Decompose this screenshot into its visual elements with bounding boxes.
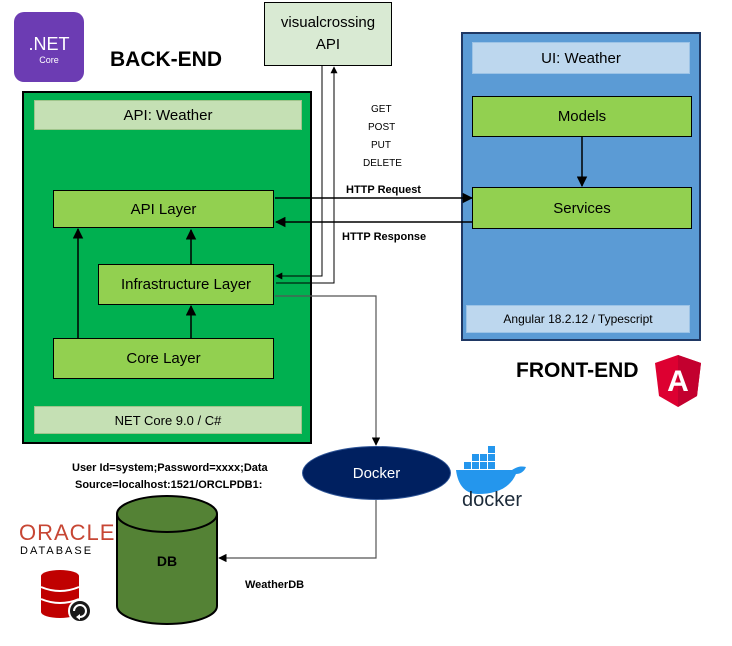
docker-node-label: Docker	[352, 464, 401, 482]
docker-logo-icon: docker	[456, 446, 526, 508]
api-call-connector	[276, 66, 338, 284]
external-api-name: visualcrossing	[280, 14, 376, 31]
infrastructure-to-docker-connector	[275, 295, 381, 446]
dotnet-logo-icon: .NET Core	[14, 12, 84, 82]
http-method-post: POST	[368, 122, 396, 133]
models-box: Models	[472, 96, 692, 137]
http-method-put: PUT	[371, 140, 391, 151]
frontend-footer-bar: Angular 18.2.12 / Typescript	[466, 305, 690, 333]
infrastructure-layer-box: Infrastructure Layer	[98, 264, 274, 305]
dotnet-logo-subtext: Core	[39, 55, 59, 65]
dotnet-logo-text: .NET	[28, 34, 70, 54]
external-api-box: visualcrossing API	[264, 2, 392, 66]
docker-logo-wordmark: docker	[462, 489, 522, 508]
api-request-connector	[275, 66, 323, 280]
frontend-heading: FRONT-END	[516, 359, 639, 382]
database-cylinder: DB	[116, 495, 218, 625]
http-request-label: HTTP Request	[346, 184, 421, 196]
oracle-logo-text: ORACLE	[19, 520, 116, 545]
docker-node: Docker	[302, 446, 451, 500]
database-name-label: WeatherDB	[245, 579, 305, 591]
backend-title-bar: API: Weather	[34, 100, 302, 130]
backend-footer-bar: NET Core 9.0 / C#	[34, 406, 302, 434]
frontend-title-bar: UI: Weather	[472, 42, 690, 74]
docker-to-db-connector	[218, 500, 377, 563]
api-layer-box: API Layer	[53, 190, 274, 228]
angular-logo-letter: A	[667, 365, 689, 398]
core-layer-box: Core Layer	[53, 338, 274, 379]
services-box: Services	[472, 187, 692, 229]
oracle-logo-subtext: DATABASE	[20, 545, 94, 557]
http-method-get: GET	[371, 104, 392, 115]
http-response-label: HTTP Response	[342, 231, 427, 243]
oracle-database-icon	[40, 570, 92, 623]
connection-string-line2: Source=localhost:1521/ORCLPDB1:	[75, 479, 263, 491]
angular-logo-icon: A	[655, 355, 701, 407]
connection-string-line1: User Id=system;Password=xxxx;Data	[72, 462, 268, 474]
http-method-delete: DELETE	[363, 158, 402, 169]
backend-heading: BACK-END	[110, 48, 222, 71]
database-label: DB	[157, 553, 177, 569]
external-api-suffix: API	[315, 36, 341, 53]
